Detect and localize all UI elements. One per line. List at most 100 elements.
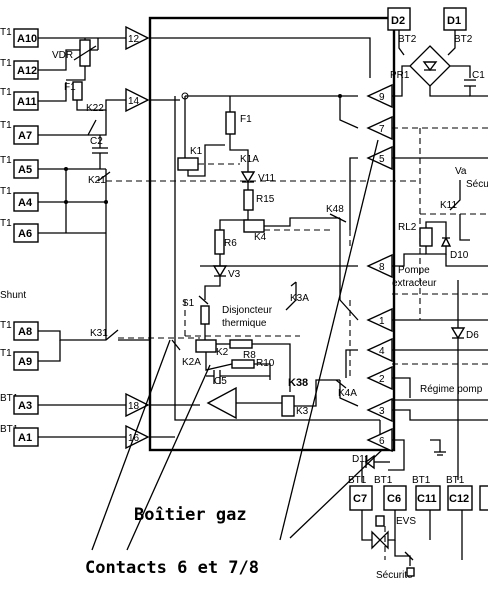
gas-box-frame — [148, 16, 396, 452]
pin-18 — [125, 392, 150, 418]
k1a-label: K1A — [240, 154, 259, 165]
r15-label: R15 — [256, 194, 275, 205]
connector-a12-label: A12 — [17, 65, 37, 77]
callout-line-pin7 — [279, 139, 379, 541]
connector-a6-bt: T1 — [0, 218, 12, 229]
k48-label: K48 — [326, 204, 344, 215]
v11-label: V11 — [258, 173, 275, 184]
connector-a5-label: A5 — [18, 164, 32, 176]
securite-bottom-label: Sécurité — [376, 570, 413, 581]
fuse-f1-inner — [225, 111, 236, 135]
pompe-label-1: Pompe — [398, 265, 430, 276]
right-pins: 9 7 5 8 1 4 2 3 6 — [366, 83, 393, 453]
diode-d10 — [440, 236, 452, 247]
evs-valve-b — [379, 530, 389, 550]
s1-label: S1 — [182, 298, 195, 309]
pin-5-label: 5 — [379, 154, 385, 165]
connector-a7-label: A7 — [18, 130, 32, 142]
v3-label: V3 — [228, 269, 241, 280]
k38-label: K38 — [288, 377, 308, 389]
connector-c7-bt: BT1 — [348, 475, 367, 486]
pin-12 — [125, 25, 150, 51]
k4a-label: K4A — [338, 388, 357, 399]
boitier-gaz-annotation: Boîtier gaz — [134, 505, 247, 525]
resistor-r15 — [243, 189, 254, 211]
f1-left-label: F1 — [64, 82, 76, 93]
connector-c12-label: C12 — [449, 493, 469, 505]
k4-label: K4 — [254, 232, 267, 243]
relay-k3-coil — [281, 395, 295, 417]
left-pins: 12 14 18 16 — [125, 25, 150, 450]
pin-12-label: 12 — [128, 34, 140, 45]
disjoncteur-label-1: Disjoncteur — [222, 305, 273, 316]
pin-6-label: 6 — [379, 436, 385, 447]
diode-v3 — [212, 265, 228, 278]
pin-7-label: 7 — [379, 124, 385, 135]
k2-label: K2 — [216, 347, 229, 358]
security-switch — [406, 567, 415, 577]
connector-c7-label: C7 — [353, 493, 367, 505]
callout-line-pin6 — [289, 449, 383, 539]
diode-d6 — [450, 327, 466, 340]
k3a-label: K3A — [290, 293, 309, 304]
connector-c11-bt: BT1 — [412, 475, 431, 486]
securite-top-label: Sécurit — [466, 179, 488, 190]
left-connectors: T1 A10 T1 A12 T1 A11 T1 A7 T1 A5 T1 A4 T… — [0, 27, 39, 447]
k11-label: K11 — [440, 200, 457, 211]
connector-a1-label: A1 — [18, 432, 32, 444]
bottom-section: BT1 C7 BT1 C6 BT1 C11 BT1 C12 EVS Sécuri… — [348, 475, 488, 581]
relay-k1-coil — [177, 157, 199, 171]
pr1-label: PR1 — [390, 70, 410, 81]
inner-circuit: F1 K1 K1A V11 R15 R6 K4 V3 K3A S1 Disjon… — [150, 37, 381, 441]
bridge-diode — [422, 61, 438, 72]
resistor-r8 — [229, 339, 253, 349]
connector-a10-bt: T1 — [0, 27, 12, 38]
pin-9-label: 9 — [379, 92, 385, 103]
connector-d2-label: D2 — [391, 15, 405, 27]
connector-a11-bt: T1 — [0, 87, 12, 98]
pin-8-label: 8 — [379, 262, 385, 273]
connector-a3-bt: BT1 — [0, 393, 19, 404]
contacts-annotation: Contacts 6 et 7/8 — [85, 558, 259, 578]
connector-a12-bt: T1 — [0, 58, 12, 69]
connector-a8-label: A8 — [18, 326, 32, 338]
pompe-label-2: extracteur — [392, 278, 437, 289]
d10-label: D10 — [450, 250, 469, 261]
connector-a5-bt: T1 — [0, 155, 12, 166]
connector-c6-label: C6 — [387, 493, 401, 505]
k3-label: K3 — [296, 406, 309, 417]
callout-lines — [91, 139, 383, 551]
connector-a8-bt: T1 — [0, 320, 12, 331]
connector-c7 — [349, 485, 373, 511]
resistor-r10 — [231, 359, 255, 369]
evs-valve-a — [371, 530, 381, 550]
k31-label: K31 — [90, 328, 108, 339]
connector-d1-bt: BT2 — [454, 34, 473, 45]
resistor-r6 — [214, 229, 225, 255]
connector-a1-bt: BT1 — [0, 424, 19, 435]
connector-partial — [479, 485, 488, 511]
evs-coil — [375, 515, 385, 527]
va-label: Va — [455, 166, 467, 177]
d6-label: D6 — [466, 330, 479, 341]
connector-d1-label: D1 — [447, 15, 461, 27]
pin-14 — [125, 87, 150, 113]
relay-rl2-coil — [419, 227, 433, 247]
connector-a4-label: A4 — [18, 197, 33, 209]
callout-line-k2 — [126, 364, 211, 551]
disjoncteur-label-2: thermique — [222, 318, 267, 329]
evs-label: EVS — [396, 516, 416, 527]
regime-label: Régime pomp — [420, 384, 483, 395]
c1-label: C1 — [472, 70, 485, 81]
vdr-label: VDR — [52, 50, 73, 61]
connector-a4-bt: T1 — [0, 186, 12, 197]
d11-label: D11 — [352, 454, 370, 465]
connector-a9-bt: T1 — [0, 348, 12, 359]
k22-label: K22 — [86, 103, 104, 114]
k2a-label: K2A — [182, 357, 201, 368]
pin-18-label: 18 — [128, 401, 140, 412]
connector-c11-label: C11 — [417, 493, 437, 505]
pin-4-label: 4 — [379, 346, 385, 357]
top-right-section: D2 BT2 D1 BT2 PR1 C1 — [387, 7, 488, 97]
